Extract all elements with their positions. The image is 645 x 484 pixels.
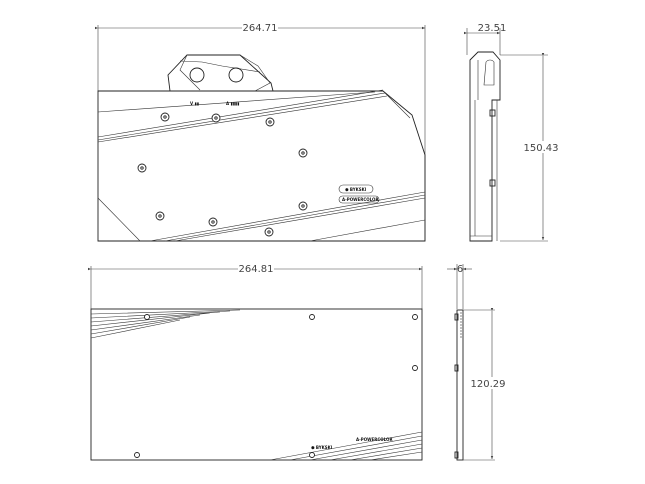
- svg-text:⬢ BYKSKI: ⬢ BYKSKI: [345, 187, 367, 192]
- front-width-label: 264.71: [243, 23, 278, 34]
- side-height-label: 150.43: [524, 143, 559, 154]
- side-thickness-label: 23.51: [478, 23, 507, 34]
- svg-text:V ▮▮: V ▮▮: [190, 101, 199, 106]
- hatch-top-left: [90, 309, 241, 339]
- front-plate: V ▮▮ A ▮▮▮▮ ⬢ BYKSKI A-POWERCOLOR: [97, 89, 426, 242]
- hatch-bottom-right: [269, 431, 423, 461]
- svg-text:A ▮▮▮▮: A ▮▮▮▮: [226, 101, 239, 106]
- mounting-holes: [137, 112, 308, 237]
- side-bottom-height-label: 120.29: [471, 379, 506, 390]
- svg-text:A-POWERCOLOR: A-POWERCOLOR: [342, 197, 379, 202]
- back-width-label: 264.81: [239, 264, 274, 275]
- terminal-block: [167, 54, 274, 92]
- logo-badge: ⬢ BYKSKI A-POWERCOLOR: [338, 184, 380, 204]
- side-view-bottom: 6 120.29: [447, 264, 506, 461]
- side-view-top: 23.51 150.43: [464, 23, 559, 242]
- back-view: 264.81 ⬢ BYKSKI A-POWERCOLOR: [88, 262, 423, 461]
- svg-text:A-POWERCOLOR: A-POWERCOLOR: [356, 437, 393, 442]
- backplate: [90, 308, 423, 461]
- side-bottom-thickness-label: 6: [457, 264, 463, 275]
- front-view: 264.71 V ▮▮ A ▮▮▮▮ ⬢ BYKSKI A-POWERCOLOR: [95, 21, 426, 242]
- svg-text:⬢ BYKSKI: ⬢ BYKSKI: [311, 445, 333, 450]
- mounting-holes: [134, 314, 418, 458]
